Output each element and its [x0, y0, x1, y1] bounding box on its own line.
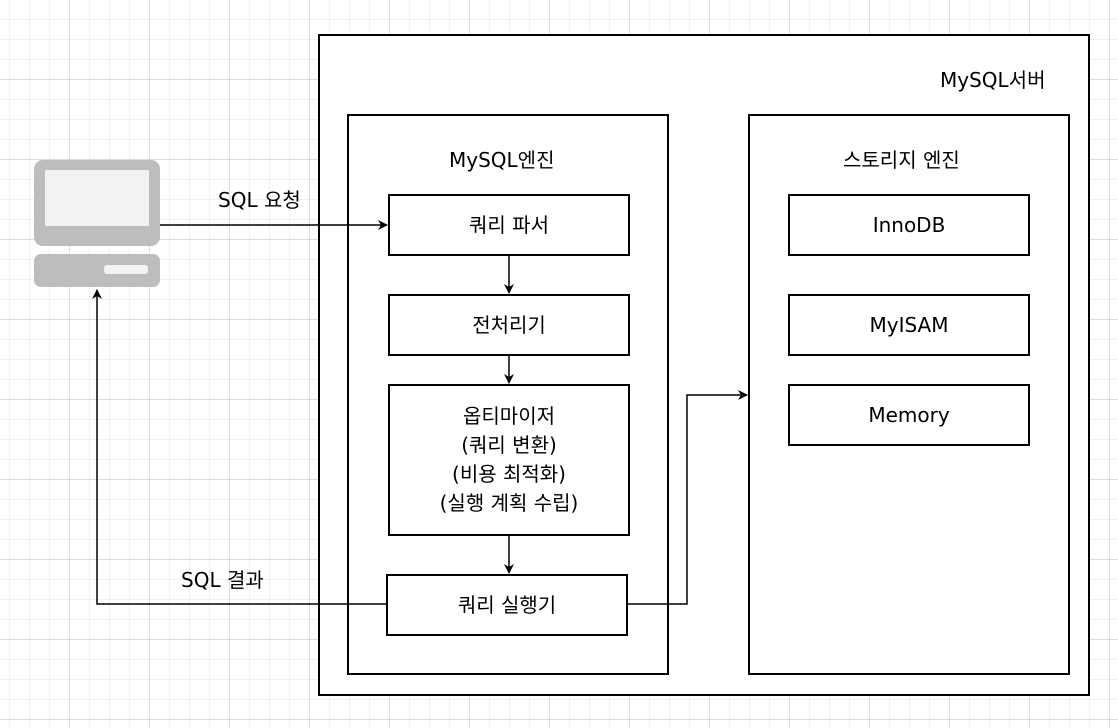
- optimizer-node: 옵티마이저 (쿼리 변환) (비용 최적화) (실행 계획 수립): [388, 384, 630, 536]
- query-parser-node: 쿼리 파서: [388, 194, 630, 256]
- storage-innodb-node: InnoDB: [788, 194, 1030, 256]
- executor-to-storage-arrow: [628, 390, 748, 605]
- query-executor-node: 쿼리 실행기: [386, 574, 628, 636]
- optimizer-line-1: 옵티마이저: [463, 404, 555, 428]
- mysql-server-title: MySQL서버: [940, 68, 1046, 92]
- result-arrow: [92, 289, 386, 605]
- mysql-engine-title: MySQL엔진: [449, 148, 555, 172]
- optimizer-line-4: (실행 계획 수립): [439, 491, 579, 515]
- preprocessor-node: 전처리기: [388, 294, 630, 356]
- sql-result-label: SQL 결과: [181, 568, 264, 592]
- computer-icon: [34, 160, 160, 287]
- optimizer-line-3: (비용 최적화): [452, 462, 566, 486]
- storage-memory-node: Memory: [788, 384, 1030, 446]
- sql-request-label: SQL 요청: [218, 188, 301, 212]
- optimizer-line-2: (쿼리 변환): [461, 433, 557, 457]
- storage-engine-title: 스토리지 엔진: [843, 148, 960, 172]
- storage-myisam-node: MyISAM: [788, 294, 1030, 356]
